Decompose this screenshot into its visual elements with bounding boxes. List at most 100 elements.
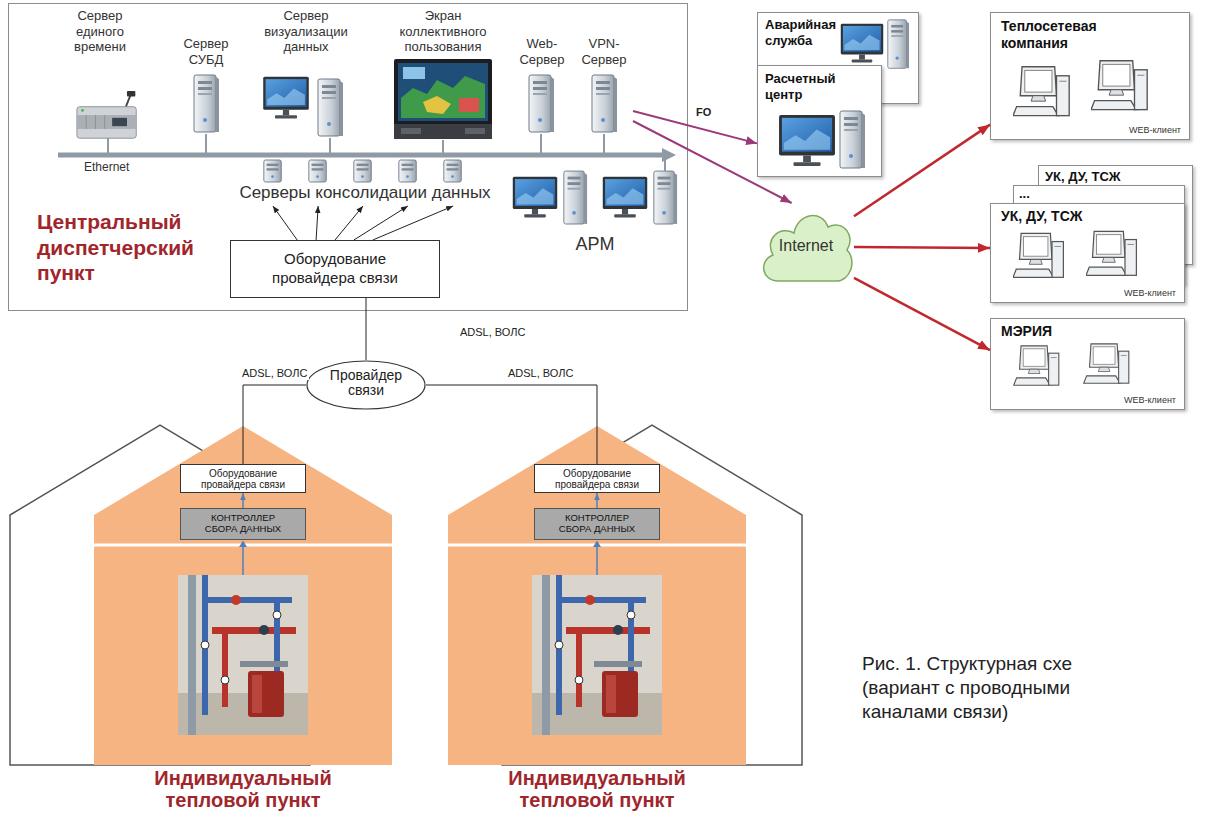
node-label: Оборудование провайдера связи xyxy=(193,468,293,490)
node-label: Серверы консолидации данных xyxy=(205,183,525,203)
edge-label-anchor: ADSL, ВОЛС xyxy=(506,367,575,380)
connector xyxy=(366,298,367,360)
visualization-server: Сервер визуализации данных xyxy=(253,8,359,140)
server-icon xyxy=(318,79,343,136)
ethernet-bus xyxy=(58,134,676,171)
heat-network-company-card: Теплосетевая компанияWEB-клиент xyxy=(990,12,1190,140)
connector xyxy=(426,385,597,464)
provider-ellipse: Провайдер связи xyxy=(306,360,426,410)
server-icon xyxy=(354,160,371,182)
connector xyxy=(633,121,792,203)
monitor-icon xyxy=(603,177,647,218)
client-label: WEB-клиент xyxy=(1106,288,1176,299)
node-label: МЭРИЯ xyxy=(1001,323,1131,340)
connector xyxy=(243,493,244,508)
connector-line xyxy=(373,206,453,240)
internet-cloud: Internet xyxy=(758,203,854,291)
server-icon xyxy=(444,160,461,182)
video-wall-icon xyxy=(394,59,492,139)
connector xyxy=(597,493,598,508)
vpn-server: VPN-Сервер xyxy=(575,36,633,136)
heat-point-building: Оборудование провайдера связиКОНТРОЛЛЕР … xyxy=(447,425,747,817)
node-label: Internet xyxy=(766,236,846,255)
server-icon xyxy=(564,171,587,224)
node-label: УК, ДУ, ТСЖ xyxy=(1045,169,1165,185)
pc-icon xyxy=(1084,344,1129,383)
dbms-server: Сервер СУБД xyxy=(170,36,242,136)
connector-line xyxy=(854,247,990,248)
bus-drop xyxy=(603,134,605,155)
connector xyxy=(273,206,453,240)
connector-line xyxy=(596,493,598,508)
label-anchor: Ethernet xyxy=(84,160,129,174)
caption-anchor: Рис. 1. Структурная схе (вариант с прово… xyxy=(862,652,1112,723)
edge-label-anchor: ADSL, ВОЛС xyxy=(458,326,527,339)
node-label: КОНТРОЛЛЕР СБОРА ДАННЫХ xyxy=(550,513,645,535)
node-label: Аварийная служба xyxy=(765,17,855,48)
bus-drop xyxy=(205,134,207,155)
node-label: Оборудование провайдера связи xyxy=(547,468,647,490)
network-label: Ethernet xyxy=(84,160,129,174)
node-label: VPN-Сервер xyxy=(577,36,631,67)
node-label: КОНТРОЛЛЕР СБОРА ДАННЫХ xyxy=(196,513,291,535)
connector xyxy=(243,385,306,464)
back-house-outline xyxy=(502,425,802,765)
cloud-outline xyxy=(764,216,852,281)
connector xyxy=(854,278,990,350)
city-hall-card: МЭРИЯ WEB-клиент xyxy=(990,318,1185,410)
node-label: Провайдер связи xyxy=(321,368,411,399)
server-icons xyxy=(77,59,677,224)
link-label: ADSL, ВОЛС xyxy=(458,326,527,339)
consolidation-servers: Серверы консолидации данных xyxy=(200,158,530,206)
node-label: Расчетный центр xyxy=(765,71,855,102)
connector-line xyxy=(242,493,244,508)
provider-equipment-box: Оборудование провайдера связи xyxy=(180,464,306,493)
node-label: Теплосетевая компания xyxy=(1001,18,1126,52)
connector-line xyxy=(243,385,306,464)
node-label: Сервер визуализации данных xyxy=(260,8,352,55)
connector-line xyxy=(273,206,297,240)
monitor-icon xyxy=(513,177,557,218)
node-label: Индивидуальный тепловой пункт xyxy=(128,767,358,812)
signal-line xyxy=(596,546,598,575)
management-company-card: УК, ДУ, ТСЖ WEB-клиент xyxy=(990,203,1185,303)
server-icon xyxy=(309,160,326,182)
client-label: WEB-клиент xyxy=(1106,395,1176,406)
data-controller-box: КОНТРОЛЛЕР СБОРА ДАННЫХ xyxy=(180,508,306,540)
pc-icon xyxy=(1086,231,1136,275)
node-label: Экран коллективного пользования xyxy=(387,8,499,55)
time-server-icon xyxy=(77,91,136,138)
tower-icon xyxy=(840,111,865,168)
bus-drop xyxy=(664,157,666,171)
provider-equipment-box: Оборудование провайдера связи xyxy=(534,464,660,493)
server-icon xyxy=(654,171,677,224)
server-icon xyxy=(529,75,554,132)
signal-line xyxy=(242,546,244,575)
connector-line xyxy=(854,278,990,350)
link-label: FO xyxy=(694,106,713,119)
server-icon xyxy=(399,160,416,182)
node-label: УК, ДУ, ТСЖ xyxy=(1001,208,1131,225)
connector xyxy=(854,247,990,248)
server-icon xyxy=(194,75,219,132)
pc-icon xyxy=(1013,233,1063,277)
server-icon xyxy=(264,160,281,182)
pc-icon xyxy=(1091,61,1147,110)
connector xyxy=(854,125,990,217)
client-label: WEB-клиент xyxy=(1111,125,1181,136)
signal-arrow xyxy=(593,541,601,548)
edge-label-anchor: ADSL, ВОЛС xyxy=(240,367,309,380)
node-label: АРМ xyxy=(565,234,625,256)
signal-arrow xyxy=(239,541,247,548)
bus-drop xyxy=(107,138,109,155)
node-label: ... xyxy=(1019,186,1079,202)
pc-icon xyxy=(1013,67,1069,116)
bus-drop xyxy=(329,138,331,155)
node-label: Сервер единого времени xyxy=(69,8,131,55)
itp-icon xyxy=(532,575,662,735)
time-server: Сервер единого времени xyxy=(50,8,150,143)
figure-caption: Рис. 1. Структурная схе (вариант с прово… xyxy=(862,652,1112,723)
back-house-outline xyxy=(10,425,802,765)
connector-line xyxy=(426,385,597,464)
billing-center-card: Расчетный центр xyxy=(757,65,882,177)
